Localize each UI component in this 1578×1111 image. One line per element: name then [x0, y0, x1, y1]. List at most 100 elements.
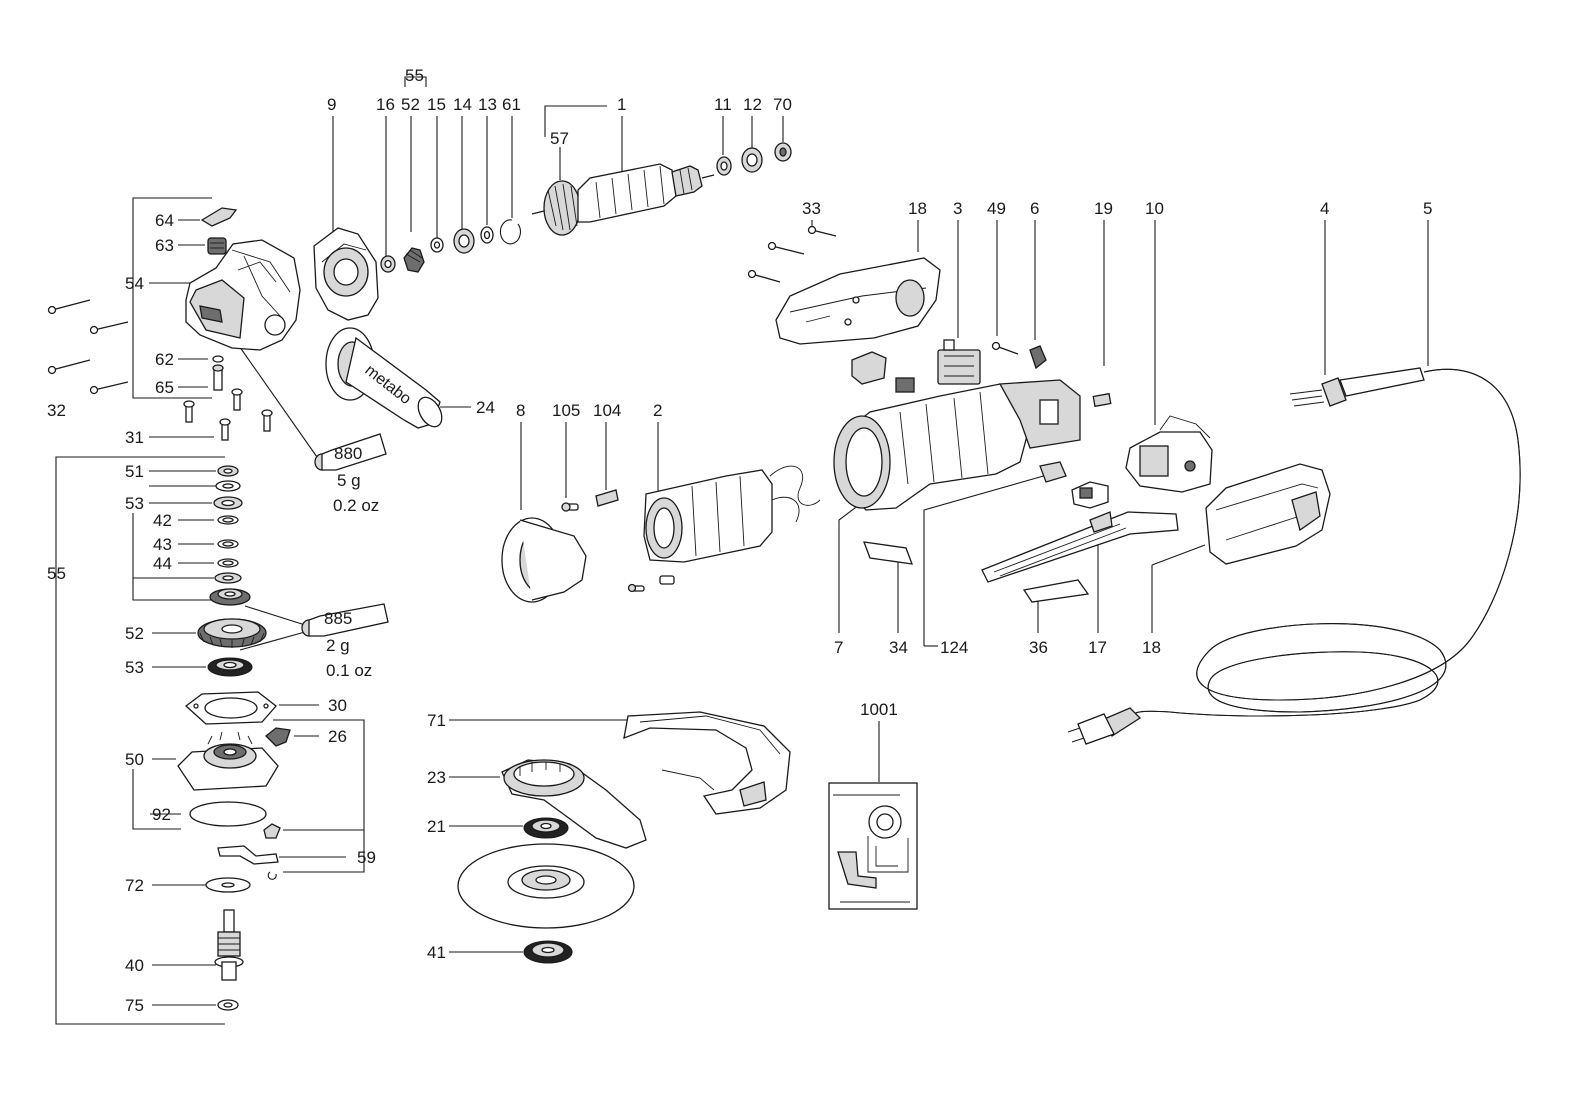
part-50-bearing-flange: [177, 731, 279, 791]
label-59: 59: [357, 848, 376, 867]
part-34-label: [863, 541, 913, 565]
part-2-stator: [643, 465, 821, 563]
part-23-wheel-guard: [501, 759, 647, 849]
label-12: 12: [743, 95, 762, 114]
label-15: 15: [427, 95, 446, 114]
label-61: 61: [502, 95, 521, 114]
label-26: 26: [328, 727, 347, 746]
label-75: 75: [125, 996, 144, 1015]
part-number-labels: 55 9 16 52 15 14 13 61 1 57 11 12 70 64 …: [47, 66, 1432, 1015]
part-124-suppressor: [1039, 461, 1109, 509]
label-33: 33: [802, 199, 821, 218]
part-53-washer-b: [213, 496, 243, 510]
part-12-bearing-sleeve: [741, 147, 763, 173]
label-19: 19: [1094, 199, 1113, 218]
label-72: 72: [125, 876, 144, 895]
part-2-screws: [627, 575, 675, 593]
part-17-switch-rod: [981, 511, 1179, 583]
label-104: 104: [593, 401, 621, 420]
label-34: 34: [889, 638, 908, 657]
part-42-shim: [217, 515, 239, 525]
part-5-power-cord: [1067, 368, 1521, 745]
part-41-clamping-nut: [523, 940, 573, 964]
label-53-a: 53: [125, 494, 144, 513]
label-14: 14: [453, 95, 472, 114]
label-17: 17: [1088, 638, 1107, 657]
label-50: 50: [125, 750, 144, 769]
part-75-ring: [217, 999, 239, 1011]
label-57: 57: [550, 129, 569, 148]
label-63: 63: [155, 236, 174, 255]
label-52-left: 52: [125, 624, 144, 643]
part-24-side-handle: metabo: [325, 327, 443, 429]
label-64: 64: [155, 211, 174, 230]
part-14-bearing: [453, 228, 475, 254]
part-11-bearing: [716, 156, 732, 176]
label-105: 105: [552, 401, 580, 420]
part-65-pin: [212, 364, 224, 391]
part-18-housing-shell-upper: [775, 257, 941, 345]
label-70: 70: [773, 95, 792, 114]
part-62-ring: [212, 355, 224, 363]
part-64-clip: [200, 207, 238, 227]
part-63-nut: [207, 237, 227, 255]
part-105-screw: [561, 502, 579, 512]
grease-885-weight-g: 2 g: [326, 636, 350, 655]
label-2: 2: [653, 401, 662, 420]
label-41: 41: [427, 943, 446, 962]
part-104-clip: [595, 489, 619, 507]
part-49-screw: [991, 341, 1019, 355]
part-40-spindle: [214, 909, 244, 981]
label-65: 65: [155, 378, 174, 397]
label-9: 9: [327, 95, 336, 114]
label-18-top: 18: [908, 199, 927, 218]
label-40: 40: [125, 956, 144, 975]
label-4: 4: [1320, 199, 1329, 218]
part-53-washer-c: [214, 572, 242, 584]
part-4-cable-sleeve: [1289, 367, 1425, 407]
label-32: 32: [47, 401, 66, 420]
label-52-top: 52: [401, 95, 420, 114]
label-11: 11: [714, 95, 732, 114]
part-44-shim: [217, 558, 239, 568]
part-26-clip: [265, 727, 291, 747]
part-16-nut: [380, 255, 396, 273]
part-1-armature: [531, 163, 715, 236]
label-16: 16: [376, 95, 395, 114]
label-36: 36: [1029, 638, 1048, 657]
label-6: 6: [1030, 199, 1039, 218]
part-92-oring: [189, 801, 267, 827]
part-9-bearing-flange: [313, 227, 379, 321]
part-70-cap: [774, 142, 792, 162]
label-62: 62: [155, 350, 174, 369]
label-71: 71: [427, 711, 446, 730]
part-52-pinion: [403, 247, 425, 273]
part-43-shim: [217, 539, 239, 549]
label-23: 23: [427, 768, 446, 787]
part-51-nut: [217, 465, 239, 477]
label-10: 10: [1145, 199, 1164, 218]
label-1: 1: [617, 95, 626, 114]
label-31: 31: [125, 428, 144, 447]
label-53-b: 53: [125, 658, 144, 677]
label-3: 3: [953, 199, 962, 218]
part-19-block: [1092, 392, 1112, 408]
part-10-switch: [1125, 415, 1213, 493]
part-53-bearing-upper: [209, 588, 251, 606]
part-36-label: [1022, 579, 1090, 603]
part-59-lock-parts: [217, 823, 281, 880]
label-54: 54: [125, 274, 144, 293]
label-51: 51: [125, 462, 144, 481]
label-55-top: 55: [405, 66, 424, 85]
part-52-crown-gear: [197, 618, 267, 648]
part-61-circlip: [499, 219, 521, 245]
part-15-washer: [430, 237, 444, 253]
grease-885-code: 885: [324, 609, 352, 628]
label-49: 49: [987, 199, 1006, 218]
grease-880-code: 880: [334, 444, 362, 463]
label-21: 21: [427, 817, 446, 836]
grease-tube-880: [314, 433, 387, 471]
part-1001-label-card: [828, 782, 918, 910]
part-3-brush-holder: [937, 339, 981, 385]
part-72-washer: [205, 877, 251, 893]
